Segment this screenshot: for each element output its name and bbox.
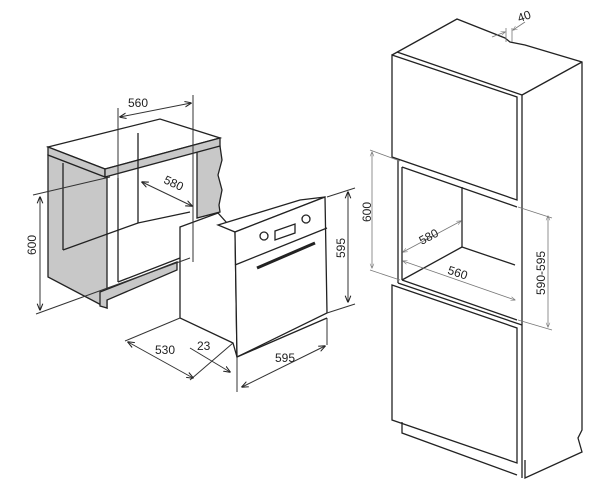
- front-panel-depth-label: 23: [197, 339, 211, 353]
- niche-width-label: 560: [446, 263, 470, 283]
- tall-cabinet: [391, 18, 583, 480]
- left-dimensions: 560 580 600 595 530 23 595: [25, 95, 356, 392]
- oven-knob-right: [301, 214, 311, 224]
- oven-knob-left: [259, 231, 269, 241]
- oven-depth-label: 530: [155, 343, 175, 357]
- oven-display: [274, 223, 296, 241]
- niche-height-label: 600: [360, 202, 374, 222]
- tall-cabinet-dimensions: 40 600 580 560 590-595: [360, 7, 553, 331]
- cabinet-width-label: 560: [128, 96, 148, 110]
- cabinet-height-label: 600: [25, 235, 39, 255]
- built-in-oven: [179, 196, 328, 359]
- oven-width-label: 595: [275, 351, 295, 365]
- oven-handle: [256, 241, 316, 270]
- oven-height-label: 595: [334, 238, 348, 258]
- ventilation-gap-label: 40: [515, 7, 533, 25]
- cabinet-depth-label: 580: [162, 173, 186, 194]
- niche-depth-label: 580: [417, 226, 442, 248]
- under-counter-cabinet: [45, 118, 223, 310]
- niche-height-range-label: 590-595: [534, 251, 548, 295]
